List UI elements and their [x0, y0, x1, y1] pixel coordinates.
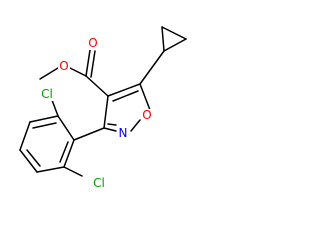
bond-o1-n2 — [130, 119, 141, 132]
chlorine-top-atom: Cl — [38, 87, 56, 101]
bond-phenyl-1 — [57, 115, 75, 141]
bond-phenyl-3 — [19, 121, 31, 151]
ester-oxygen-label: O — [59, 59, 68, 73]
bond-cyclopropyl-3 — [163, 38, 187, 52]
bond-c3-phenyl — [73, 127, 105, 141]
ester-oxygen-atom: O — [58, 59, 70, 73]
bond-phenyl-2 — [29, 115, 59, 123]
bond-c4-c5-inner — [112, 90, 139, 102]
bond-phenyl-4 — [19, 149, 38, 173]
bond-c5-o1 — [139, 83, 151, 111]
bond-n2-c3-inner — [107, 123, 117, 126]
bond-c4-c5 — [107, 83, 141, 97]
carbonyl-oxygen-label: O — [88, 36, 97, 50]
bond-phenyl-6-inner — [59, 141, 69, 163]
bond-c3-c4 — [103, 95, 109, 129]
bond-n2-c3 — [103, 127, 117, 132]
chlorine-bottom-atom: Cl — [90, 176, 108, 190]
bond-phenyl-4-inner — [26, 149, 41, 167]
ring-oxygen-atom: O — [141, 108, 153, 122]
bonds — [19, 26, 187, 177]
bond-phenyl-chlorine-top — [51, 99, 59, 117]
atom-labels: O O O N Cl Cl — [38, 36, 153, 190]
bond-ester-oxygen-carbonyl-carbon — [69, 67, 87, 77]
ring-oxygen-label: O — [142, 108, 151, 122]
bond-phenyl-chlorine-bottom — [63, 166, 83, 177]
bond-methyl-ester-oxygen — [39, 67, 59, 80]
ring-nitrogen-atom: N — [117, 126, 129, 140]
ring-nitrogen-label: N — [119, 126, 128, 140]
bond-phenyl-6 — [63, 139, 75, 168]
bond-carbonyl-ring — [85, 75, 109, 97]
bond-carbonyl-double-2 — [90, 50, 96, 78]
molecule-structure: O O O N Cl Cl — [19, 26, 187, 190]
bond-phenyl-5 — [36, 166, 65, 173]
bond-phenyl-2-inner — [32, 122, 57, 129]
carbonyl-oxygen-atom: O — [87, 36, 99, 50]
bond-c5-cyclopropyl — [139, 50, 165, 85]
chlorine-top-label: Cl — [41, 87, 53, 101]
chlorine-bottom-label: Cl — [93, 176, 105, 190]
bond-cyclopropyl-2 — [161, 26, 187, 40]
bond-carbonyl-double-1 — [85, 49, 91, 77]
bond-cyclopropyl-1 — [161, 26, 165, 52]
